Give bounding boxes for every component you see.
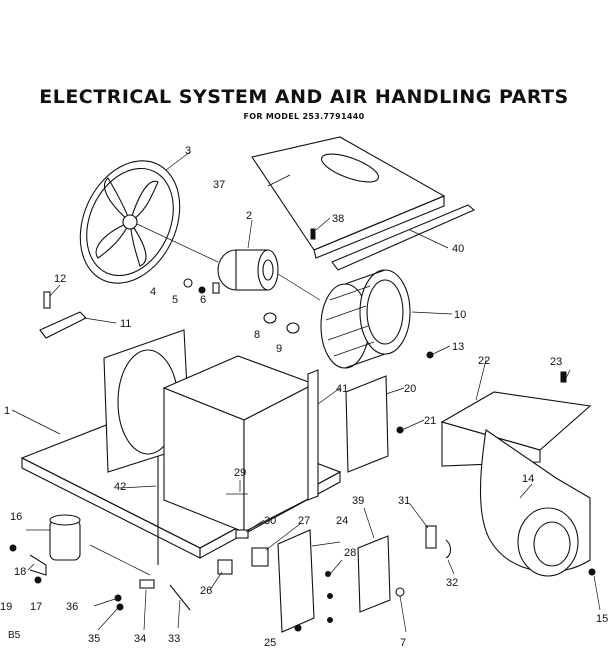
label-38: 38 — [332, 213, 344, 225]
label-19: 19 — [0, 601, 12, 613]
label-12: 12 — [54, 273, 66, 285]
label-6: 6 — [200, 294, 206, 306]
label-9: 9 — [276, 343, 282, 355]
label-26: 26 — [200, 585, 212, 597]
part-13 — [426, 351, 434, 359]
label-24: 24 — [336, 515, 348, 527]
cover-plate-39 — [357, 535, 391, 613]
label-35: 35 — [88, 633, 100, 645]
air-duct — [440, 391, 592, 467]
wiring-harness — [89, 544, 151, 576]
cabinet-box — [162, 355, 316, 533]
label-7: 7 — [400, 637, 406, 649]
label-29: 29 — [234, 467, 246, 479]
screw-7 — [395, 587, 405, 597]
model-subtitle: FOR MODEL 253.7791440 — [243, 112, 365, 121]
blower-wheel — [320, 269, 411, 369]
screw-23 — [560, 371, 567, 383]
label-41: 41 — [336, 383, 348, 395]
part-9 — [286, 322, 300, 334]
screw-35 — [116, 603, 124, 611]
label-30: 30 — [264, 515, 276, 527]
fan-motor — [217, 249, 279, 291]
label-3: 3 — [185, 145, 191, 157]
label-15: 15 — [596, 613, 608, 625]
label-11: 11 — [120, 318, 131, 330]
top-cover-panel — [251, 136, 446, 259]
nut-4 — [183, 278, 193, 288]
corner-mark: B5 — [8, 630, 21, 641]
label-20: 20 — [404, 383, 416, 395]
switch-26 — [217, 559, 233, 575]
label-31: 31 — [398, 495, 410, 507]
switch-27 — [251, 547, 269, 567]
label-23: 23 — [550, 356, 562, 368]
label-40: 40 — [452, 243, 464, 255]
rod-33 — [169, 584, 191, 611]
mounting-bracket — [39, 291, 87, 339]
label-22: 22 — [478, 355, 490, 367]
label-18: 18 — [14, 566, 26, 578]
leader-lines — [11, 151, 601, 633]
part-34 — [139, 579, 155, 589]
screw-19 — [9, 544, 17, 552]
screw-25 — [294, 624, 302, 632]
blower-housing — [480, 429, 591, 577]
label-37: 37 — [213, 179, 225, 191]
washer-5 — [198, 286, 206, 294]
control-plate — [345, 375, 389, 473]
label-4: 4 — [150, 286, 156, 298]
label-21: 21 — [424, 415, 436, 427]
label-16: 16 — [10, 511, 22, 523]
label-17: 17 — [30, 601, 42, 613]
label-42: 42 — [114, 481, 126, 493]
label-32: 32 — [446, 577, 458, 589]
label-28: 28 — [344, 547, 356, 559]
label-10: 10 — [454, 309, 466, 321]
corner-post — [307, 369, 319, 501]
label-39: 39 — [352, 495, 364, 507]
fan-blade — [79, 160, 181, 284]
screw-17 — [34, 576, 42, 584]
screw-28b — [327, 593, 333, 599]
screw-28c — [327, 617, 333, 623]
bushing-6 — [212, 282, 220, 294]
label-25: 25 — [264, 637, 276, 649]
label-1: 1 — [4, 405, 10, 417]
clip-32 — [445, 539, 452, 559]
screw-38 — [310, 228, 316, 240]
label-13: 13 — [452, 341, 464, 353]
diagram-title: ELECTRICAL SYSTEM AND AIR HANDLING PARTS — [39, 86, 569, 108]
label-34: 34 — [134, 633, 146, 645]
screw-15 — [588, 568, 596, 576]
control-box — [277, 529, 315, 633]
label-36: 36 — [66, 601, 78, 613]
part-number-labels: 3 2 37 38 40 12 4 5 6 11 8 9 10 13 22 23… — [0, 145, 608, 649]
part-8 — [263, 312, 277, 324]
part-30 — [235, 529, 249, 539]
screw-21 — [396, 426, 404, 434]
rail-strip — [331, 204, 476, 271]
label-8: 8 — [254, 329, 260, 341]
screw-28a — [325, 571, 331, 577]
label-5: 5 — [172, 294, 178, 306]
capacitor — [29, 514, 81, 576]
label-27: 27 — [298, 515, 310, 527]
label-33: 33 — [168, 633, 180, 645]
label-2: 2 — [246, 210, 252, 222]
label-14: 14 — [522, 473, 534, 485]
part-31 — [425, 525, 437, 549]
